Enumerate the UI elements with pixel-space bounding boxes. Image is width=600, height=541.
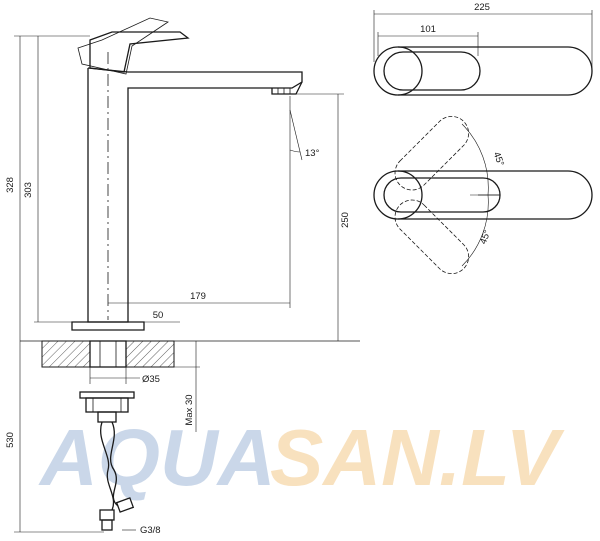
fixing-nut <box>85 397 129 413</box>
dim-rotation-up: 45° <box>491 151 506 168</box>
top-body-circle <box>373 46 423 96</box>
dim-top-lever-offset: 101 <box>420 24 436 35</box>
supply-hoses <box>99 421 135 531</box>
faucet-body <box>87 68 303 323</box>
dim-hose-length: 530 <box>5 432 16 448</box>
fixing-washer <box>79 391 135 399</box>
hose-fitting-right <box>115 497 135 513</box>
top-view: 225 101 <box>373 2 593 96</box>
mounting-shank <box>89 340 127 368</box>
top-spout-outline <box>398 46 593 96</box>
dim-spout-angle: 13° <box>305 148 320 159</box>
faucet-side-view <box>71 17 303 331</box>
dim-rotation-down: 45° <box>478 228 493 245</box>
dim-spout-height: 250 <box>340 212 351 228</box>
dim-total-height: 328 <box>5 177 16 193</box>
handle-lever-raised <box>77 17 170 75</box>
dim-max-thickness: Max 30 <box>184 394 195 425</box>
handle-lever <box>89 31 190 73</box>
rotation-lever-down <box>394 199 470 275</box>
dim-hose-thread: G3/8 <box>140 525 161 536</box>
top-lever <box>383 51 481 91</box>
dim-spout-reach: 179 <box>190 291 206 302</box>
rotation-view: 45° 45° <box>373 115 593 275</box>
base-plate <box>71 321 145 331</box>
brand-watermark: AQUA SAN.LV <box>38 413 565 502</box>
mounting-surface <box>20 340 360 423</box>
rotation-lever-up <box>394 115 470 191</box>
dim-body-height: 303 <box>23 182 34 198</box>
hose-fitting-left <box>99 509 115 521</box>
dim-hole-diameter: Ø35 <box>142 374 160 385</box>
side-dimensions: 328 303 250 179 50 13° Ø35 Max 30 530 <box>5 35 351 536</box>
dim-top-total-width: 225 <box>474 2 490 13</box>
watermark-part2: SAN.LV <box>270 413 565 502</box>
watermark-part1: AQUA <box>38 413 276 502</box>
dim-base-width: 50 <box>153 310 164 321</box>
